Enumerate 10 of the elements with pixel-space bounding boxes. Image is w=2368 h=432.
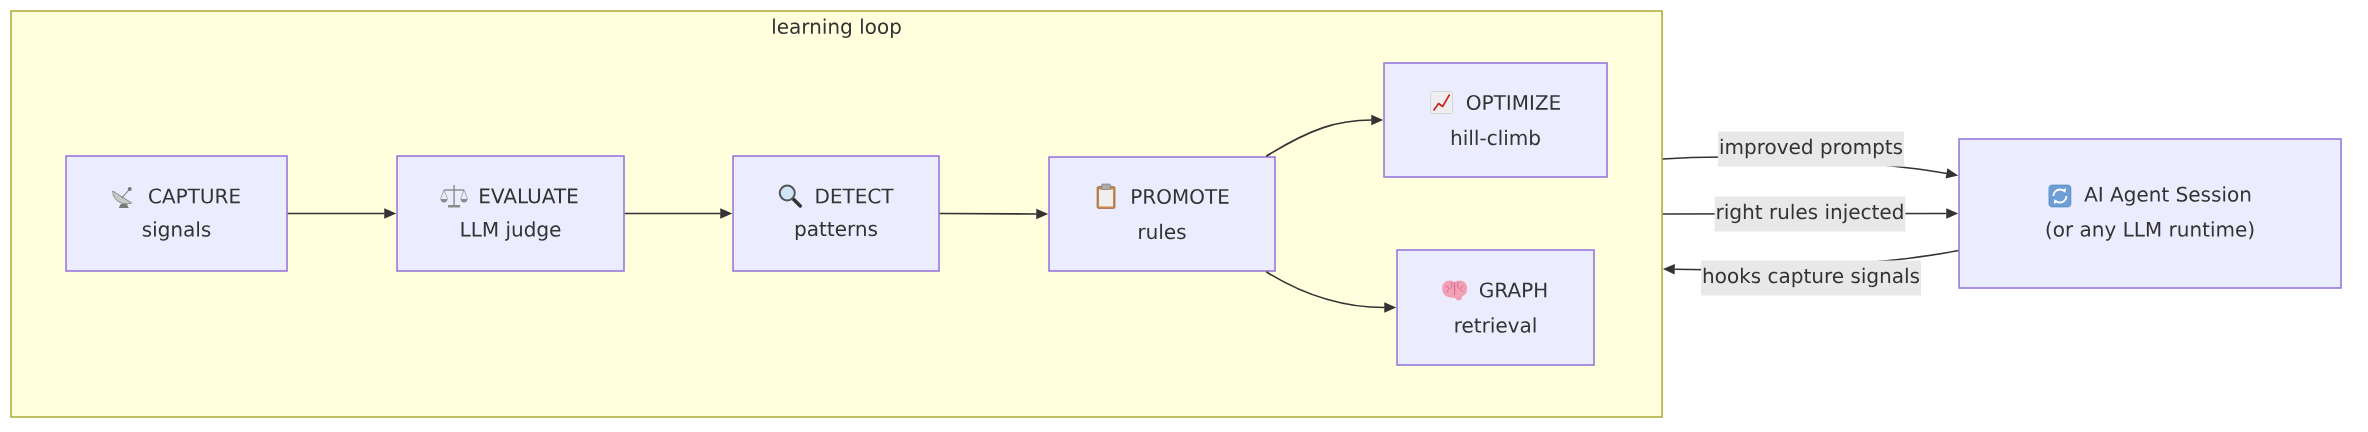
process-box: PROMOTE rules (1048, 156, 1276, 272)
edge-label: right rules injected (1714, 196, 1906, 232)
edge-label: improved prompts (1717, 131, 1905, 167)
process-box: EVALUATE LLM judge (396, 155, 625, 272)
process-box: GRAPH retrieval (1396, 249, 1595, 366)
edge-label: hooks capture signals (1701, 260, 1921, 296)
session-box: AI Agent Session (or any LLM runtime) (1958, 138, 2342, 289)
process-box: CAPTURE signals (65, 155, 288, 272)
process-box: DETECT patterns (732, 155, 940, 272)
process-box: OPTIMIZE hill-climb (1383, 62, 1608, 178)
